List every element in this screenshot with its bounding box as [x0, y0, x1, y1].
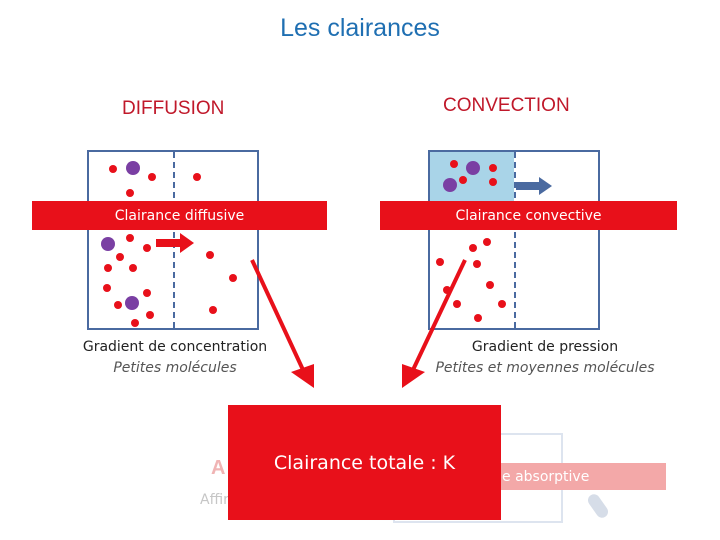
small-molecule: [148, 173, 156, 181]
small-molecule: [450, 160, 458, 168]
small-molecule: [469, 244, 477, 252]
small-molecule: [126, 234, 134, 242]
small-molecule: [131, 319, 139, 327]
diffusion-subcaption: Petites molécules: [113, 360, 237, 376]
small-molecule: [103, 284, 111, 292]
convection-fill: [430, 152, 514, 204]
convection-banner: Clairance convective: [380, 201, 677, 230]
hidden-left-text: Affin: [200, 492, 232, 508]
converge-arrow-left: [250, 259, 306, 373]
small-molecule: [126, 189, 134, 197]
large-molecule: [443, 178, 457, 192]
hidden-left-letter: A: [211, 457, 226, 479]
small-molecule: [436, 258, 444, 266]
small-molecule: [453, 300, 461, 308]
small-molecule: [206, 251, 214, 259]
total-clearance-box: Clairance totale : K: [228, 405, 501, 520]
convection-large-molecules: [443, 161, 480, 192]
convection-label: CONVECTION: [443, 95, 570, 116]
large-molecule: [101, 237, 115, 251]
large-molecule: [125, 296, 139, 310]
small-molecule: [193, 173, 201, 181]
small-molecule: [483, 238, 491, 246]
small-molecule: [229, 274, 237, 282]
large-molecule: [126, 161, 140, 175]
small-molecule: [473, 260, 481, 268]
diffusion-caption: Gradient de concentration: [82, 339, 268, 355]
small-molecule: [104, 264, 112, 272]
hidden-right-banner: e absorptive: [470, 463, 666, 490]
diffusion-large-molecules: [101, 161, 140, 310]
small-molecule: [116, 253, 124, 261]
small-molecule: [459, 176, 467, 184]
small-molecule: [143, 244, 151, 252]
diffusion-small-molecules: [103, 165, 237, 327]
small-molecule: [486, 281, 494, 289]
small-molecule: [143, 289, 151, 297]
convection-membrane: [514, 152, 516, 328]
small-molecule: [109, 165, 117, 173]
converge-arrowhead-left-icon: [291, 364, 314, 388]
page-title: Les clairances: [280, 14, 440, 42]
small-molecule: [114, 301, 122, 309]
converge-arrowhead-right-icon: [402, 364, 425, 388]
large-molecule: [466, 161, 480, 175]
small-molecule: [209, 306, 217, 314]
small-molecule: [474, 314, 482, 322]
convection-arrow-icon: [516, 177, 552, 195]
small-molecule: [146, 311, 154, 319]
small-molecule: [489, 164, 497, 172]
convection-small-molecules: [436, 160, 506, 322]
diffusion-label: DIFFUSION: [122, 98, 225, 119]
convection-caption: Gradient de pression: [471, 339, 619, 355]
small-molecule: [489, 178, 497, 186]
converge-arrow-right: [410, 259, 467, 373]
diffusion-banner: Clairance diffusive: [32, 201, 327, 230]
small-molecule: [498, 300, 506, 308]
diffusion-arrow-icon: [156, 233, 194, 253]
small-molecule: [129, 264, 137, 272]
convection-subcaption: Petites et moyennes molécules: [435, 360, 655, 376]
